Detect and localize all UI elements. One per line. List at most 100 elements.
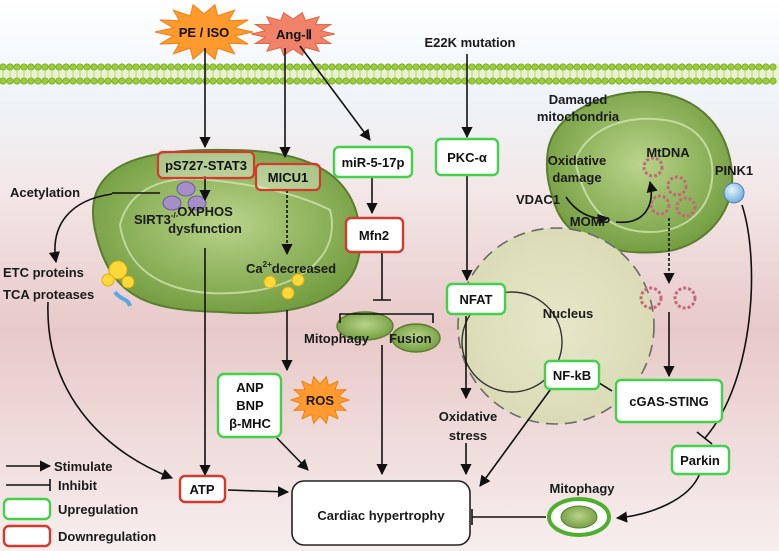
membrane-head: [755, 63, 763, 71]
membrane-head: [643, 77, 651, 85]
membrane-head: [454, 77, 462, 85]
membrane-head: [286, 77, 294, 85]
membrane-head: [111, 77, 119, 85]
membrane-head: [377, 63, 385, 71]
membrane-head: [566, 77, 574, 85]
trigger-e22k: E22K mutation: [424, 35, 515, 50]
membrane-head: [160, 77, 168, 85]
membrane-head: [69, 77, 77, 85]
membrane-head: [671, 63, 679, 71]
bnp-label: BNP: [236, 398, 264, 413]
membrane-head: [13, 63, 21, 71]
membrane-head: [132, 77, 140, 85]
anp-label: ANP: [236, 380, 264, 395]
membrane-head: [398, 77, 406, 85]
legend-downregulation-box: [2, 524, 52, 548]
membrane-head: [55, 63, 63, 71]
membrane-head: [125, 77, 133, 85]
membrane-head: [314, 77, 322, 85]
membrane-head: [475, 77, 483, 85]
membrane-head: [132, 63, 140, 71]
small-mitochondria: [336, 311, 441, 353]
membrane-head: [496, 63, 504, 71]
legend-upregulation-label: Upregulation: [58, 502, 138, 517]
membrane-head: [300, 77, 308, 85]
membrane-head: [265, 63, 273, 71]
membrane-head: [636, 63, 644, 71]
membrane-head: [230, 77, 238, 85]
membrane-head: [391, 63, 399, 71]
sirt3-icon: [162, 181, 207, 211]
parkin-label: Parkin: [680, 453, 720, 468]
membrane-head: [356, 77, 364, 85]
membrane-head: [20, 63, 28, 71]
membrane-head: [601, 77, 609, 85]
membrane-head: [27, 63, 35, 71]
membrane-head: [153, 77, 161, 85]
mitochondrion-right: [545, 90, 734, 254]
pink1-label: PINK1: [715, 163, 753, 178]
membrane-head: [293, 77, 301, 85]
legend-inhibit-label: Inhibit: [58, 478, 98, 493]
mitophagy-bottom-label: Mitophagy: [550, 481, 616, 496]
membrane-head: [706, 77, 714, 85]
membrane-head: [692, 77, 700, 85]
membrane-head: [664, 63, 672, 71]
membrane-head: [426, 63, 434, 71]
nucleus-label: Nucleus: [543, 306, 594, 321]
membrane-head: [580, 77, 588, 85]
membrane-head: [594, 63, 602, 71]
ca-decreased-text: decreased: [272, 261, 336, 276]
vdac1-label: VDAC1: [516, 192, 560, 207]
fusion-label: Fusion: [389, 331, 432, 346]
nucleus: [457, 227, 655, 425]
oxphos-label-1: OXPHOS: [177, 204, 233, 219]
membrane-head: [559, 77, 567, 85]
sirt3-label: SIRT3-/-: [134, 211, 179, 227]
membrane-head: [615, 77, 623, 85]
membrane-head: [230, 63, 238, 71]
membrane-head: [384, 77, 392, 85]
legend-stimulate-label: Stimulate: [54, 459, 113, 474]
membrane-head: [174, 63, 182, 71]
membrane-head: [622, 63, 630, 71]
membrane-head: [706, 63, 714, 71]
oxphos-label-2: dysfunction: [168, 221, 242, 236]
sirt3-text: SIRT3: [134, 212, 171, 227]
mir-label: miR-5-17p: [342, 155, 405, 170]
labels: PE / ISO Ang-Ⅱ E22K mutation pS727-STAT3…: [3, 25, 753, 544]
membrane-head: [482, 63, 490, 71]
damaged-mito-label-2: mitochondria: [537, 109, 620, 124]
membrane-head: [139, 77, 147, 85]
membrane-head: [643, 63, 651, 71]
legend-downregulation-label: Downregulation: [58, 529, 156, 544]
membrane-head: [97, 63, 105, 71]
oxidative-damage-label-1: Oxidative: [548, 153, 607, 168]
membrane-head: [741, 77, 749, 85]
atp-box: [178, 474, 227, 504]
membrane-head: [300, 63, 308, 71]
membrane-head: [209, 63, 217, 71]
membrane-head: [552, 77, 560, 85]
membrane-head: [734, 77, 742, 85]
membrane-head: [594, 77, 602, 85]
membrane-head: [685, 63, 693, 71]
membrane-head: [370, 63, 378, 71]
oxidative-stress-label-1: Oxidative: [439, 409, 498, 424]
membrane-head: [160, 63, 168, 71]
membrane-head: [216, 77, 224, 85]
membrane-head: [433, 77, 441, 85]
trigger-pe-iso: PE / ISO: [179, 25, 230, 40]
membrane-head: [174, 77, 182, 85]
membrane-head: [34, 63, 42, 71]
membrane-head: [489, 77, 497, 85]
mitophagy-icon: [547, 497, 611, 537]
boxes: [2, 137, 731, 548]
membrane-head: [678, 77, 686, 85]
membrane-head: [734, 63, 742, 71]
momp-label: MOMP: [570, 214, 611, 229]
membrane-head: [0, 77, 7, 85]
membrane-head: [83, 63, 91, 71]
membrane-head: [762, 77, 770, 85]
